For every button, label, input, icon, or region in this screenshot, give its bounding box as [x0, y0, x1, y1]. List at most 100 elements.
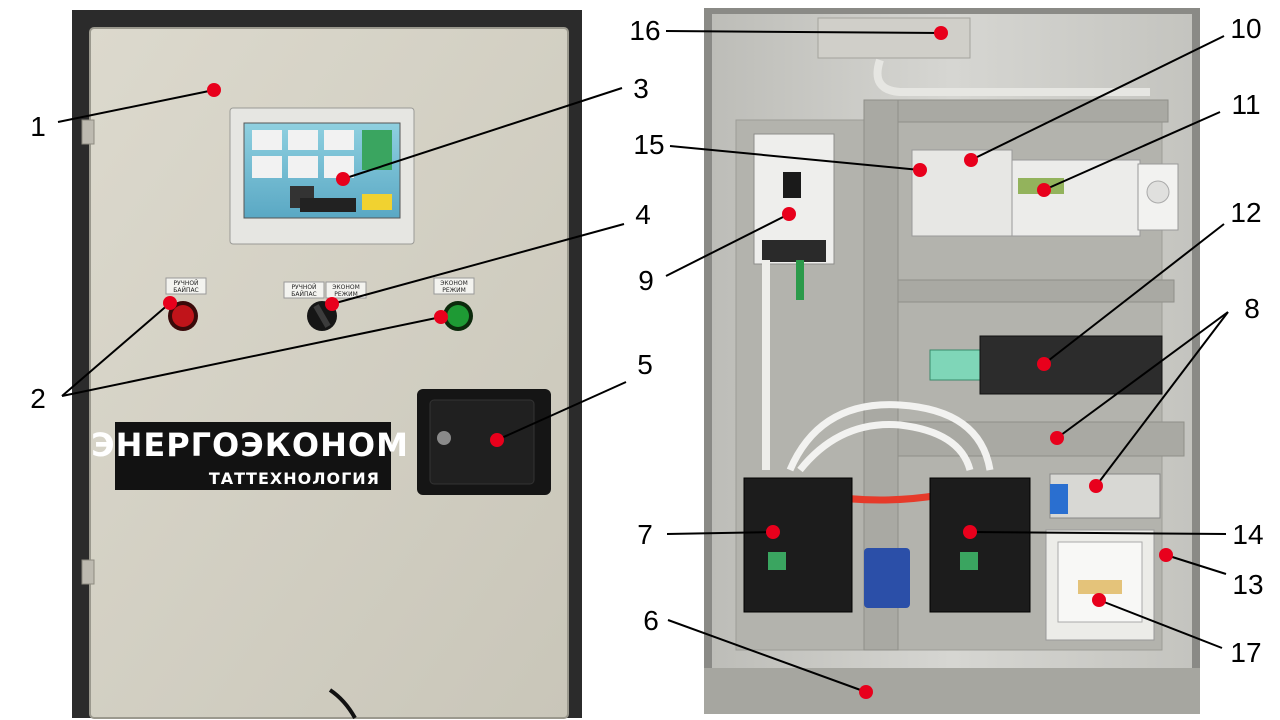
contactor-indicator [768, 552, 786, 570]
callout-5: 5 [637, 349, 653, 380]
hmi-touch-panel [229, 107, 415, 245]
leader-line [969, 531, 1227, 535]
cable-duct-top [897, 99, 1169, 123]
plate-text: БАЙПАС [291, 291, 317, 298]
socket-icon [1146, 180, 1170, 204]
brand-subtitle: ТАТТЕХНОЛОГИЯ [209, 469, 380, 488]
leader-line [667, 619, 867, 693]
relay-module [929, 349, 981, 381]
cabinet-lamp [817, 17, 971, 59]
terminal-strip [1049, 473, 1161, 519]
power-cable [797, 421, 974, 473]
marker-dot [434, 310, 448, 324]
contactor-indicator [960, 552, 978, 570]
callout-4: 4 [635, 199, 651, 230]
door-hinge-top [81, 119, 95, 145]
breaker-handle [1078, 580, 1122, 594]
cabinet-interior-photo [704, 8, 1200, 714]
terminal-rail [979, 335, 1163, 395]
leader-line [1098, 599, 1223, 649]
hmi-gauge [252, 156, 282, 178]
callout-markers [163, 26, 1173, 699]
callout-13: 13 [1232, 569, 1263, 600]
leader-line [1043, 223, 1225, 365]
plate-text: РУЧНОЙ [291, 284, 316, 291]
plate-text: БАЙПАС [173, 287, 199, 294]
breaker-toggle [783, 172, 801, 198]
leader-line [57, 89, 215, 123]
leader-line [1095, 311, 1229, 487]
marker-dot [207, 83, 221, 97]
hmi-gauge [288, 130, 318, 150]
leader-line [970, 35, 1225, 161]
callout-10: 10 [1230, 13, 1261, 44]
hmi-gauge [252, 130, 282, 150]
door-hinge-bottom [81, 559, 95, 585]
callout-7: 7 [637, 519, 653, 550]
hmi-readout [300, 198, 356, 212]
leader-line [1165, 554, 1227, 575]
marker-dot [1037, 183, 1051, 197]
leader-line [61, 302, 171, 397]
door-lock [417, 389, 551, 495]
callout-leaders [57, 30, 1229, 693]
modular-breaker [1045, 529, 1155, 641]
marker-dot [964, 153, 978, 167]
plc-module-row [911, 149, 1179, 237]
marker-dot [766, 525, 780, 539]
selector-knob [313, 304, 331, 328]
terminal-blue [1050, 484, 1068, 514]
hmi-button [362, 194, 392, 210]
callout-15: 15 [633, 129, 664, 160]
brand-background [115, 422, 391, 490]
cable [328, 688, 357, 719]
red-indicator-lamp [172, 305, 194, 327]
callout-14: 14 [1232, 519, 1263, 550]
leader-line [1056, 311, 1229, 439]
lock-inner [429, 399, 535, 485]
marker-dot [913, 163, 927, 177]
plate-switch-left: РУЧНОЙ БАЙПАС [283, 281, 325, 299]
marker-dot [1037, 357, 1051, 371]
marker-dot [782, 207, 796, 221]
leader-line [666, 531, 774, 535]
plate-switch-right: ЭКОНОМ РЕЖИМ [325, 281, 367, 299]
leader-line [61, 316, 442, 397]
leader-line [1043, 111, 1221, 191]
contactor-right [929, 477, 1031, 613]
marker-dot [859, 685, 873, 699]
hmi-gauge [324, 156, 354, 178]
callout-6: 6 [643, 605, 659, 636]
hmi-gauge [324, 130, 354, 150]
leader-line [331, 223, 625, 305]
marker-dot [325, 297, 339, 311]
callout-8: 8 [1244, 293, 1260, 324]
keyhole-icon [437, 431, 451, 445]
contactor-body [743, 477, 853, 613]
contactor-body [929, 477, 1031, 613]
contactor-left [743, 477, 853, 613]
plate-text: РЕЖИМ [334, 291, 358, 298]
plate-text: ЭКОНОМ [440, 280, 468, 287]
cabinet-door-photo: РУЧНОЙ БАЙПАС РУЧНОЙ БАЙПАС ЭКОНОМ РЕЖИМ… [72, 10, 582, 719]
leader-line [669, 145, 921, 171]
cable-duct-middle [897, 279, 1175, 303]
leader-line [665, 213, 790, 277]
plate-text: ЭКОНОМ [332, 284, 360, 291]
leader-line [496, 381, 627, 441]
green-indicator-lamp [447, 305, 469, 327]
marker-dot [963, 525, 977, 539]
brand-name: ЭНЕРГОЭКОНОМ [91, 426, 409, 464]
callout-11: 11 [1231, 89, 1260, 120]
brand-plate: ЭНЕРГОЭКОНОМ ТАТТЕХНОЛОГИЯ [91, 422, 409, 490]
cabinet-floor [704, 668, 1200, 714]
plate-bypass-lamp: РУЧНОЙ БАЙПАС [165, 277, 207, 295]
lamp-cable [873, 58, 1150, 96]
main-circuit-breaker [753, 133, 835, 265]
plc-controller [1011, 159, 1141, 237]
marker-dot [490, 433, 504, 447]
plate-text: РУЧНОЙ [173, 280, 198, 287]
callout-1: 1 [30, 111, 46, 142]
callout-2: 2 [30, 383, 46, 414]
